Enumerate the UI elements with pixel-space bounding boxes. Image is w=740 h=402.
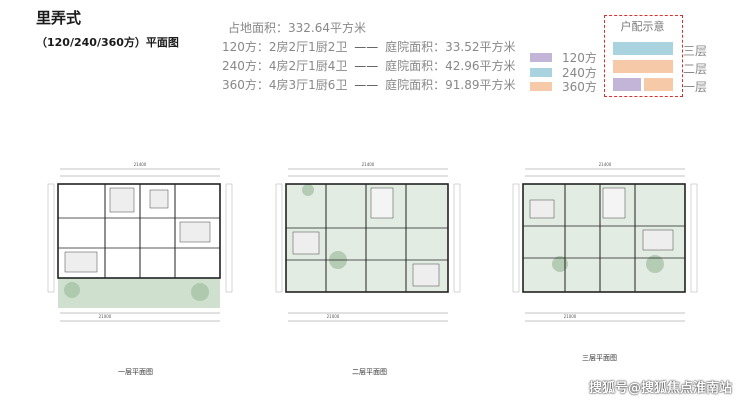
- legend-label-360: 360方: [562, 80, 597, 94]
- plan-dim-top: 21400: [362, 162, 375, 167]
- stack-floor3-block: [613, 42, 673, 55]
- floor-label-1: 一层: [683, 80, 708, 94]
- unit-desc: 360方：4房3厅1厨6卫: [222, 78, 348, 92]
- unit-desc: 120方：2房2厅1厨2卫: [222, 40, 348, 54]
- plan-dim-bottom: 21000: [564, 314, 577, 319]
- legend-swatch-240: [530, 68, 552, 77]
- floor-plan-3: 21400 21000: [512, 162, 698, 322]
- plan-dim-bottom: 21000: [327, 314, 340, 319]
- plan-dim-top: 21400: [599, 162, 612, 167]
- floor-label-2: 二层: [683, 62, 708, 76]
- garden-area: 庭院面积：33.52平方米: [385, 40, 516, 54]
- legend-swatch-120: [530, 53, 552, 62]
- dash: ——: [354, 40, 379, 54]
- page-subtitle: （120/240/360方）平面图: [36, 36, 179, 49]
- plan-dim-bottom: 21000: [99, 314, 112, 319]
- legend-frame: [604, 15, 683, 97]
- unit-row-120: 120方：2房2厅1厨2卫 —— 庭院面积：33.52平方米: [222, 38, 515, 57]
- garden-area: 庭院面积：91.89平方米: [385, 78, 516, 92]
- legend-swatch-360: [530, 82, 552, 91]
- garden-area: 庭院面积：42.96平方米: [385, 59, 516, 73]
- stack-floor2-block: [613, 60, 673, 73]
- floor-plan-2: 21400 21000: [275, 162, 461, 322]
- unit-desc: 240方：4房2厅1厨4卫: [222, 59, 348, 73]
- plan-dim-top: 21400: [134, 162, 147, 167]
- page-title: 里弄式: [36, 9, 82, 27]
- stack-floor1-block-a: [613, 78, 641, 91]
- stack-floor1-block-b: [644, 78, 673, 91]
- legend-label-240: 240方: [562, 66, 597, 80]
- plan-caption-3: 三层平面图: [582, 354, 617, 362]
- legend-title: 户配示意: [620, 20, 665, 33]
- plan-caption-2: 二层平面图: [352, 368, 387, 376]
- plan-caption-1: 一层平面图: [118, 368, 153, 376]
- legend-label-120: 120方: [562, 51, 597, 65]
- dash: ——: [354, 78, 379, 92]
- floor-label-3: 三层: [683, 44, 708, 58]
- unit-row-360: 360方：4房3厅1厨6卫 —— 庭院面积：91.89平方米: [222, 76, 515, 95]
- site-area-text: 占地面积：332.64平方米: [228, 21, 366, 35]
- area-summary: 占地面积：332.64平方米 120方：2房2厅1厨2卫 —— 庭院面积：33.…: [222, 19, 515, 95]
- floor-plan-1: 21400 21000: [47, 162, 233, 322]
- dash: ——: [354, 59, 379, 73]
- unit-row-240: 240方：4房2厅1厨4卫 —— 庭院面积：42.96平方米: [222, 57, 515, 76]
- watermark: 搜狐号@搜狐焦点淮南站: [588, 381, 732, 396]
